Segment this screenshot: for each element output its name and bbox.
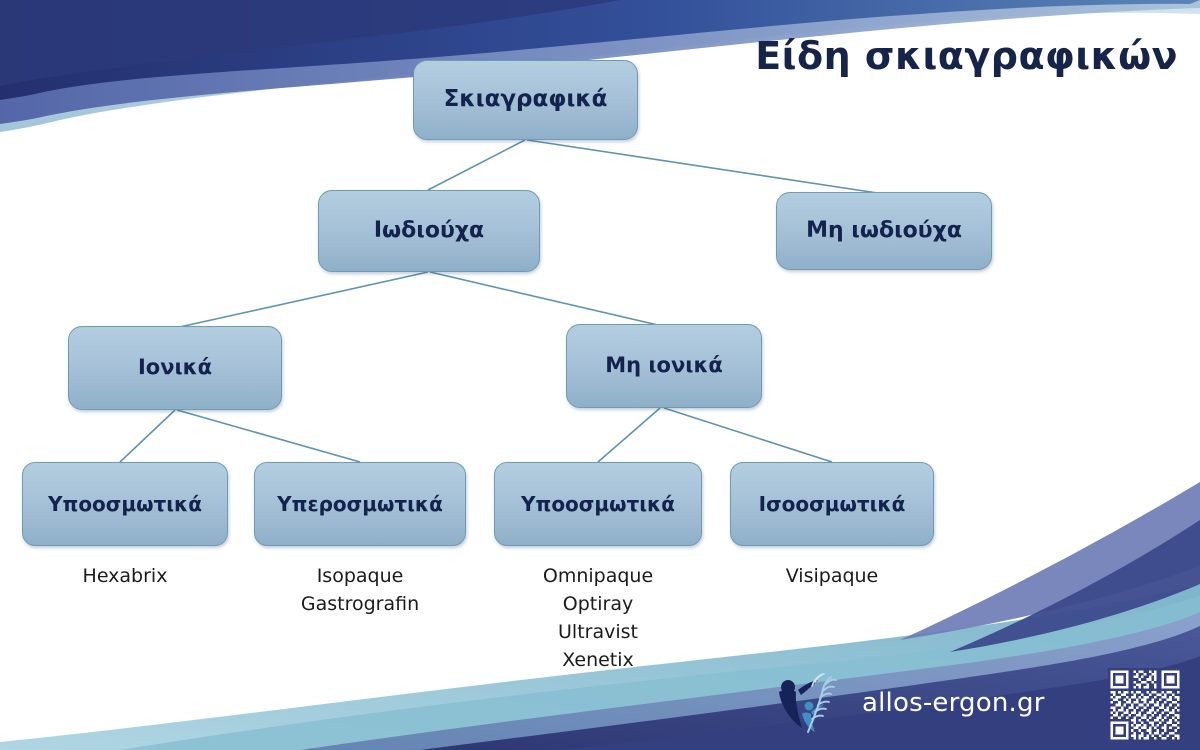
- node-label: Μη ιωδιούχα: [806, 217, 962, 243]
- node-iodiouxa[interactable]: Ιωδιούχα: [318, 190, 540, 272]
- connector-ionika-to-yperosmotika: [176, 409, 361, 463]
- node-label: Υπεροσμωτικά: [277, 492, 443, 516]
- connector-root-to-mi-iodiouxa: [526, 139, 885, 195]
- node-label: Υποοσμωτικά: [521, 492, 675, 516]
- drug-name: Isopaque: [316, 565, 404, 587]
- connector-ionika-to-ypoosmotika: [119, 409, 176, 463]
- drug-name: Xenetix: [562, 649, 634, 672]
- node-mi-ionika[interactable]: Μη ιονικά: [566, 324, 762, 408]
- connector-root-to-iodiouxa: [427, 139, 526, 191]
- brand-text: allos-ergon.gr: [862, 688, 1045, 718]
- drug-name: Ultravist: [558, 621, 638, 644]
- page-title: Είδη σκιαγραφικών: [755, 34, 1178, 78]
- node-ionika-yperosmotika[interactable]: Υπεροσμωτικά: [254, 462, 466, 546]
- drug-list-ionika-ypoosmotika: Hexabrix: [22, 562, 228, 590]
- drug-name: Optiray: [562, 593, 634, 616]
- drug-name: Visipaque: [785, 565, 879, 587]
- connector-iodiouxa-to-mi-ionika: [429, 271, 663, 327]
- drug-name: Hexabrix: [82, 565, 168, 587]
- drug-list-mi-ionika-isoosmotika: Visipaque: [730, 562, 934, 590]
- drug-name: Omnipaque: [542, 565, 654, 587]
- node-mi-ionika-ypoosmotika[interactable]: Υποοσμωτικά: [494, 462, 702, 546]
- qr-code: [1108, 668, 1182, 742]
- node-label: Ιωδιούχα: [373, 217, 485, 243]
- node-skiagrafika[interactable]: Σκιαγραφικά: [413, 60, 638, 140]
- node-label: Ιονικά: [137, 355, 213, 380]
- connector-iodiouxa-to-ionika: [174, 271, 429, 329]
- node-label: Σκιαγραφικά: [443, 86, 608, 113]
- person-with-wheat-logo: [779, 673, 837, 733]
- connector-mi-ionika-to-ypoosmotika: [597, 407, 661, 463]
- node-label: Υποοσμωτικά: [48, 492, 202, 516]
- node-label: Μη ιονικά: [605, 353, 723, 378]
- node-mi-iodiouxa[interactable]: Μη ιωδιούχα: [776, 192, 992, 270]
- connector-mi-ionika-to-isoosmotika: [663, 407, 833, 463]
- drug-name: Gastrografin: [300, 593, 420, 616]
- node-ionika[interactable]: Ιονικά: [68, 326, 282, 410]
- node-label: Ισοοσμωτικά: [758, 492, 906, 516]
- node-mi-ionika-isoosmotika[interactable]: Ισοοσμωτικά: [730, 462, 934, 546]
- node-ionika-ypoosmotika[interactable]: Υποοσμωτικά: [22, 462, 228, 546]
